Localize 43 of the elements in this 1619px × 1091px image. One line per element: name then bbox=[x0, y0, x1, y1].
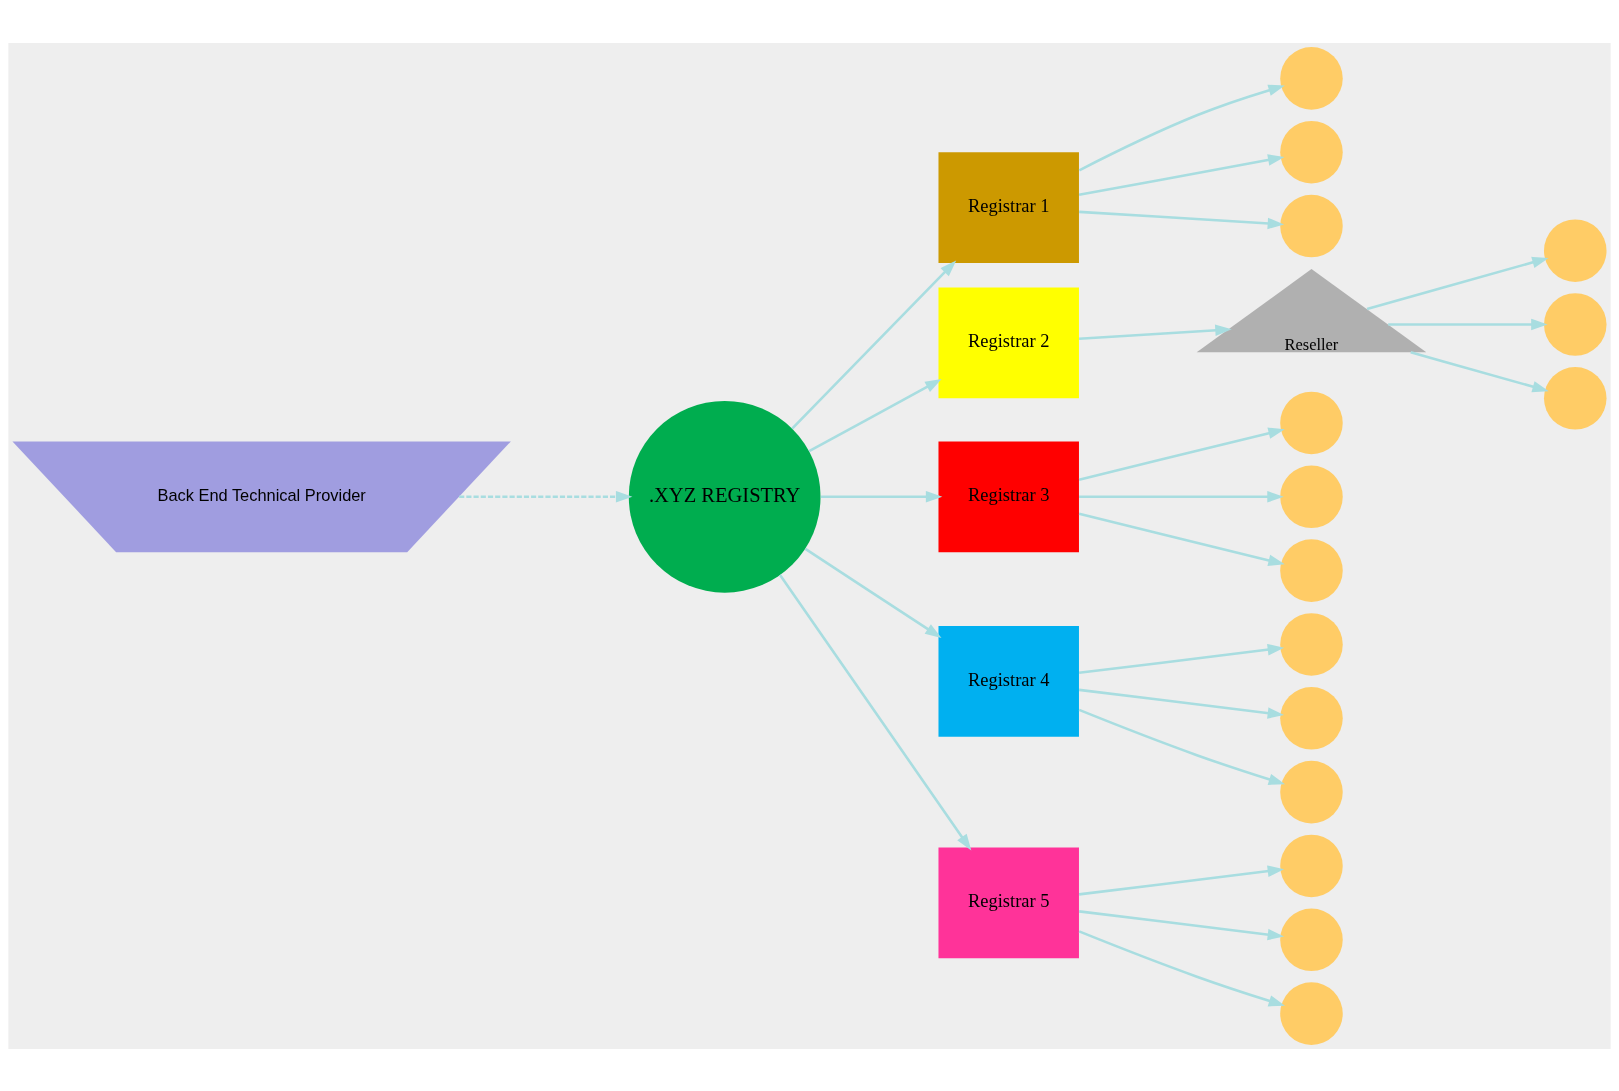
arrow bbox=[1078, 708, 1286, 785]
node-circle bbox=[1280, 686, 1343, 750]
node-circle bbox=[1544, 218, 1607, 282]
node-box: Registrar 4 bbox=[938, 625, 1079, 737]
arrow bbox=[1079, 324, 1232, 340]
arrow bbox=[808, 378, 942, 452]
arrow bbox=[779, 573, 972, 850]
arrow bbox=[1078, 427, 1285, 481]
arrow bbox=[1366, 256, 1549, 310]
arrow bbox=[1078, 909, 1285, 940]
node-circle bbox=[1280, 612, 1343, 676]
node-circle bbox=[1544, 366, 1607, 430]
node-circle bbox=[1280, 538, 1343, 602]
arrow bbox=[1078, 512, 1285, 566]
node-circle bbox=[1280, 46, 1343, 110]
arrow bbox=[1388, 318, 1548, 330]
node-circle bbox=[1280, 760, 1343, 823]
node-circle bbox=[1544, 292, 1607, 356]
arrow bbox=[1078, 929, 1286, 1006]
arrow bbox=[1078, 688, 1285, 719]
arrow bbox=[791, 259, 957, 429]
node-circle bbox=[1280, 120, 1343, 183]
arrow bbox=[459, 490, 633, 503]
arrow bbox=[820, 490, 943, 503]
node-box: Registrar 3 bbox=[938, 440, 1079, 552]
node-circle: .XYZ REGISTRY bbox=[628, 400, 821, 593]
arrow bbox=[1410, 350, 1549, 392]
node-box: Registrar 5 bbox=[938, 847, 1079, 958]
node-circle bbox=[1280, 834, 1343, 897]
arrow bbox=[1078, 643, 1285, 674]
arrow bbox=[804, 547, 942, 638]
arrow bbox=[1078, 84, 1285, 171]
node-circle bbox=[1280, 465, 1343, 528]
arrow bbox=[1079, 210, 1285, 229]
node-box: Registrar 2 bbox=[938, 287, 1079, 398]
node-circle bbox=[1280, 391, 1343, 454]
node-circle bbox=[1280, 908, 1343, 971]
arrow bbox=[1079, 490, 1284, 503]
arrow bbox=[1078, 153, 1285, 196]
node-circle bbox=[1280, 194, 1343, 257]
node-box: Registrar 1 bbox=[938, 151, 1079, 263]
node-circle bbox=[1280, 981, 1343, 1045]
arrow bbox=[1078, 865, 1285, 896]
